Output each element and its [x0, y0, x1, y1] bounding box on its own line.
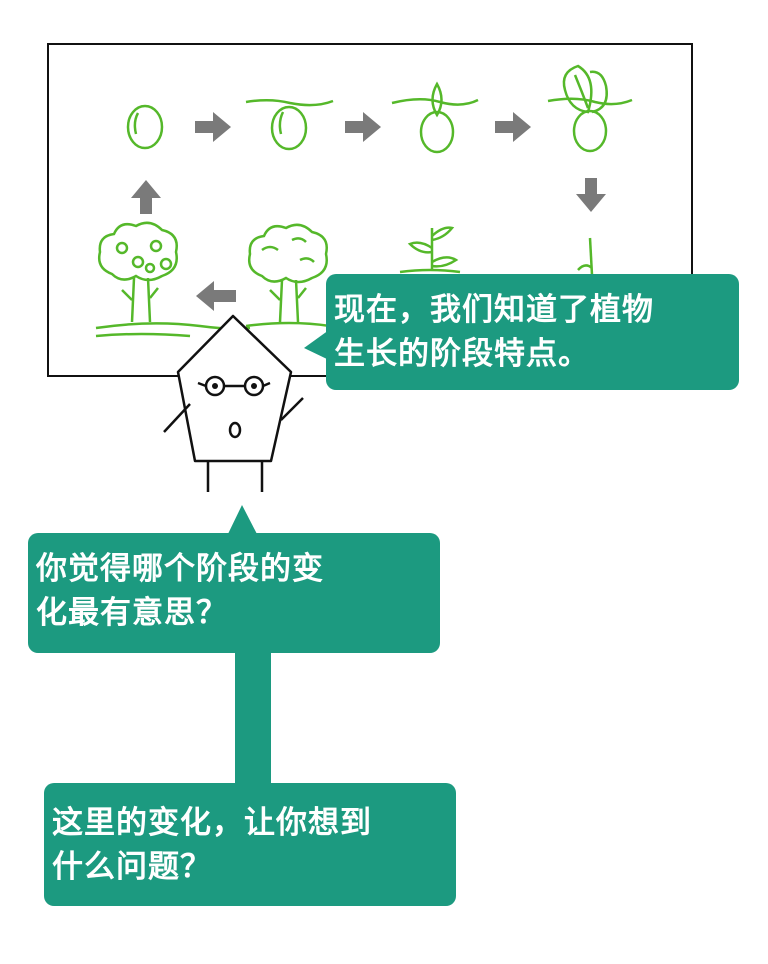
arrow-right-icon — [345, 112, 381, 142]
question2-line-2: 什么问题？ — [52, 849, 212, 885]
arrow-up-icon — [131, 180, 161, 214]
arrow-right-icon — [495, 112, 531, 142]
bubble-connector — [235, 650, 271, 788]
speech-tail — [304, 330, 329, 360]
fruiting-tree-stage-icon — [95, 221, 251, 338]
speech-line-2: 生长的阶段特点。 — [334, 336, 590, 372]
seedling-stage-icon — [547, 64, 633, 153]
seed-stage-icon — [126, 104, 164, 150]
glasses-icon — [197, 375, 271, 397]
tree-stage-icon — [245, 223, 331, 328]
question-bubble-2: 这里的变化，让你想到 什么问题？ — [44, 783, 456, 906]
arrow-down-icon — [576, 178, 606, 212]
pentagon-character-with-glasses — [163, 314, 304, 492]
young-plant-stage-icon — [577, 237, 594, 276]
speech-line-1: 现在，我们知道了植物 — [334, 292, 654, 328]
question2-line-1: 这里的变化，让你想到 — [52, 805, 372, 841]
germinating-seed-stage-icon — [245, 99, 334, 151]
arrow-right-icon — [195, 112, 231, 142]
question-bubble-1: 你觉得哪个阶段的变 化最有意思？ — [28, 533, 440, 653]
question1-line-1: 你觉得哪个阶段的变 — [36, 551, 324, 587]
sprouting-seed-stage-icon — [391, 81, 479, 154]
growing-plant-stage-icon — [399, 226, 461, 274]
speech-bubble: 现在，我们知道了植物 生长的阶段特点。 — [326, 274, 739, 390]
arrow-left-icon — [196, 281, 236, 311]
question1-line-2: 化最有意思？ — [36, 595, 228, 631]
question-tail — [227, 505, 258, 536]
